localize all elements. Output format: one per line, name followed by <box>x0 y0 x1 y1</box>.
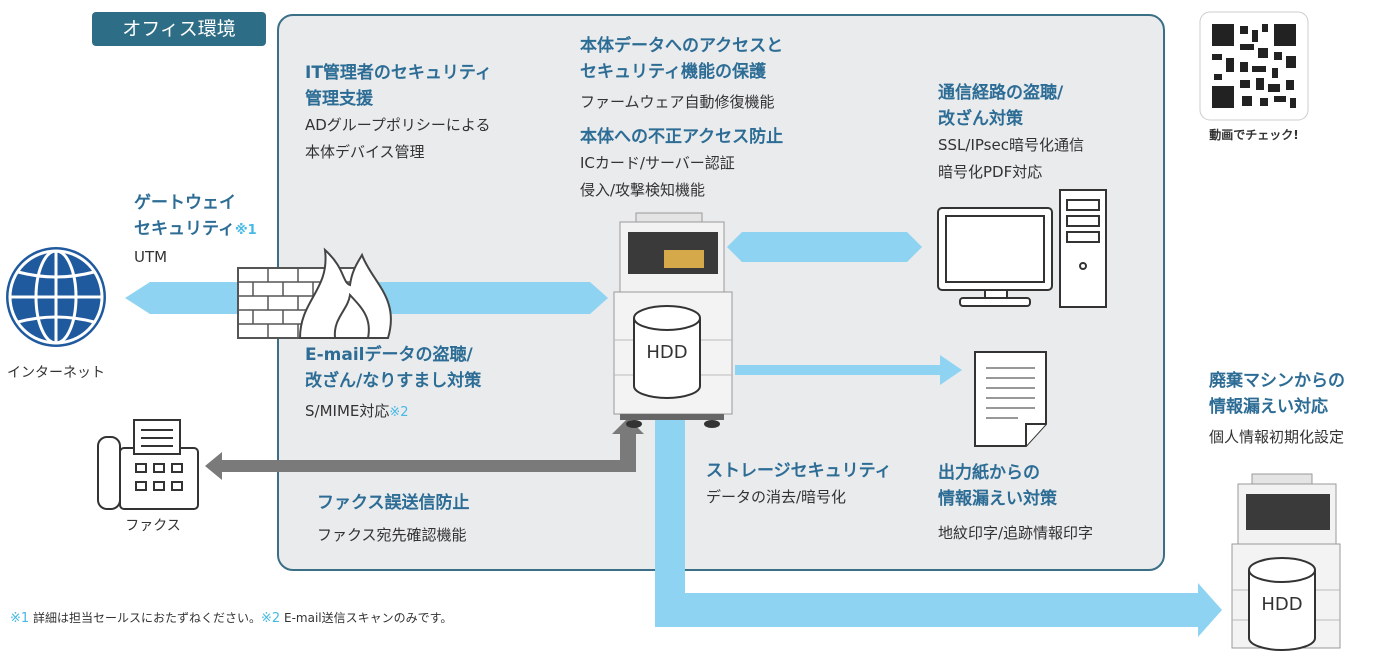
hdd-label-disposed: HDD <box>1261 594 1303 615</box>
storage-body: データの消去/暗号化 <box>706 488 847 506</box>
email-body: S/MIME対応 <box>305 402 390 420</box>
fax-label: ファクス <box>125 518 181 534</box>
comm-block: 通信経路の盗聴/ 改ざん対策 SSL/IPsec暗号化通信 暗号化PDF対応 <box>938 80 1084 186</box>
qr-code-icon <box>1199 11 1309 121</box>
it-admin-body-2: 本体デバイス管理 <box>305 143 425 161</box>
it-admin-block: IT管理者のセキュリティ 管理支援 ADグループポリシーによる 本体デバイス管理 <box>305 60 492 166</box>
paper-title-2: 情報漏えい対策 <box>938 489 1057 509</box>
globe-icon <box>6 247 106 347</box>
unauthorized-title: 本体への不正アクセス防止 <box>580 127 784 147</box>
fax-misdelivery-block: ファクス誤送信防止 ファクス宛先確認機能 <box>317 490 470 549</box>
paper-arrow <box>735 355 962 385</box>
footnote-text-2: E-mail送信スキャンのみです。 <box>280 611 453 625</box>
footnote-text-1: 詳細は担当セールスにおたずねください。 <box>29 611 261 625</box>
email-block: E-mailデータの盗聴/ 改ざん/なりすまし対策 S/MIME対応※2 <box>305 342 481 426</box>
gateway-title-1: ゲートウェイ <box>134 193 236 213</box>
storage-block: ストレージセキュリティ データの消去/暗号化 <box>706 458 892 511</box>
main-data-body: ファームウェア自動修復機能 <box>580 93 775 111</box>
paper-block: 出力紙からの 情報漏えい対策 地紋印字/追跡情報印字 <box>938 460 1093 547</box>
unauthorized-body-2: 侵入/攻撃検知機能 <box>580 181 706 199</box>
document-icon <box>974 351 1047 447</box>
comm-body-1: SSL/IPsec暗号化通信 <box>938 136 1084 154</box>
disposal-body: 個人情報初期化設定 <box>1209 428 1345 446</box>
firewall-icon <box>237 247 392 339</box>
qr-caption: 動画でチェック! <box>1209 128 1299 142</box>
paper-title-1: 出力紙からの <box>938 463 1040 483</box>
unauthorized-body-1: ICカード/サーバー認証 <box>580 154 735 172</box>
footnote: ※1 詳細は担当セールスにおたずねください。※2 E-mail送信スキャンのみで… <box>10 609 452 626</box>
hdd-cylinder <box>633 305 701 399</box>
it-admin-title-1: IT管理者のセキュリティ <box>305 63 492 83</box>
main-data-title-1: 本体データへのアクセスと <box>580 36 784 56</box>
mfp-icon <box>613 212 733 428</box>
email-footnote-mark: ※2 <box>389 405 409 420</box>
gateway-body: UTM <box>134 248 168 266</box>
fax-arrow <box>205 418 644 480</box>
it-admin-title-2: 管理支援 <box>305 89 373 109</box>
unauthorized-block: 本体への不正アクセス防止 ICカード/サーバー認証 侵入/攻撃検知機能 <box>580 124 783 204</box>
hdd-label-center: HDD <box>646 342 688 363</box>
gateway-block: ゲートウェイ セキュリティ※1 UTM <box>134 190 257 271</box>
email-title-2: 改ざん/なりすまし対策 <box>305 371 482 391</box>
main-data-title-2: セキュリティ機能の保護 <box>580 62 766 82</box>
fax-misdelivery-title: ファクス誤送信防止 <box>317 493 470 513</box>
fax-icon <box>97 419 199 510</box>
comm-title-1: 通信経路の盗聴/ <box>938 83 1064 103</box>
disposal-arrow <box>655 420 1222 637</box>
comm-body-2: 暗号化PDF対応 <box>938 163 1043 181</box>
office-environment-tag: オフィス環境 <box>92 12 266 46</box>
gateway-title-2: セキュリティ <box>134 219 235 239</box>
disposal-title-2: 情報漏えい対応 <box>1209 397 1328 417</box>
fax-misdelivery-body: ファクス宛先確認機能 <box>317 526 467 544</box>
email-title-1: E-mailデータの盗聴/ <box>305 345 473 365</box>
it-admin-body-1: ADグループポリシーによる <box>305 116 491 134</box>
gateway-footnote-mark: ※1 <box>234 223 257 238</box>
disposal-block: 廃棄マシンからの 情報漏えい対応 個人情報初期化設定 <box>1209 368 1345 451</box>
internet-label: インターネット <box>7 365 105 381</box>
comm-title-2: 改ざん対策 <box>938 109 1023 129</box>
paper-body: 地紋印字/追跡情報印字 <box>938 524 1094 542</box>
disposal-title-1: 廃棄マシンからの <box>1209 371 1345 391</box>
footnote-mark-2: ※2 <box>261 611 281 626</box>
footnote-mark-1: ※1 <box>10 611 30 626</box>
pc-icon <box>937 189 1107 308</box>
storage-title: ストレージセキュリティ <box>706 461 892 481</box>
main-data-block: 本体データへのアクセスと セキュリティ機能の保護 ファームウェア自動修復機能 <box>580 33 783 116</box>
disposed-mfp-icon <box>1231 473 1341 651</box>
